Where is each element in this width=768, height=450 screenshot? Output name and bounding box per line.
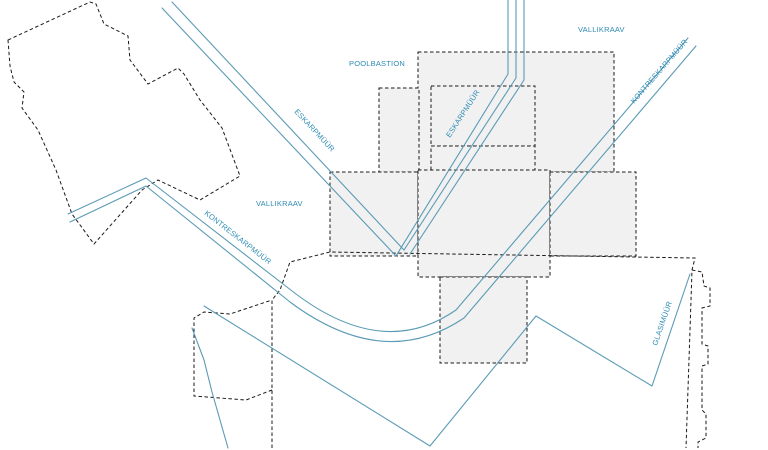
glasi-wall [203, 273, 691, 447]
eskarp-wall-center-outer [395, 0, 509, 257]
eskarp-wall-center-inner [403, 0, 517, 251]
label-kontreskarpmuur-left: KONTRESKARPMÜÜR [203, 208, 274, 266]
label-poolbastion: POOLBASTION [349, 59, 405, 68]
shaded-zones [329, 51, 637, 364]
label-vallikraav-top: VALLIKRAAV [578, 25, 625, 34]
zone-inner-box [430, 85, 536, 147]
label-kontreskarpmuur-right: KONTRESKARPMÜÜR [629, 37, 690, 105]
outline-lower-left-wing [193, 299, 273, 401]
building-outlines [7, 1, 711, 449]
kontreskarp-wall-outer [67, 37, 689, 333]
zone-lower [439, 276, 528, 364]
outline-top-left-building [7, 1, 241, 245]
zone-middle-center [417, 169, 551, 278]
zone-left-upper [378, 87, 420, 173]
label-glasimuur: GLASIMÜÜR [650, 299, 674, 346]
old-wall-trace-left [191, 327, 229, 449]
eskarp-wall-left-outer [161, 7, 397, 257]
outline-lower-left-block [271, 251, 696, 449]
zone-middle-right [549, 171, 637, 257]
kontreskarp-wall-inner [69, 45, 697, 342]
label-eskarpmuur-left: ESKARPMÜÜR [293, 107, 337, 154]
wall-lines [67, 0, 697, 449]
zone-inner-strip [430, 145, 536, 175]
eskarp-wall-left-inner [171, 1, 405, 251]
eskarp-wall-center-third [409, 0, 525, 255]
outline-right-edge [691, 269, 711, 448]
label-vallikraav-left: VALLIKRAAV [256, 199, 303, 208]
